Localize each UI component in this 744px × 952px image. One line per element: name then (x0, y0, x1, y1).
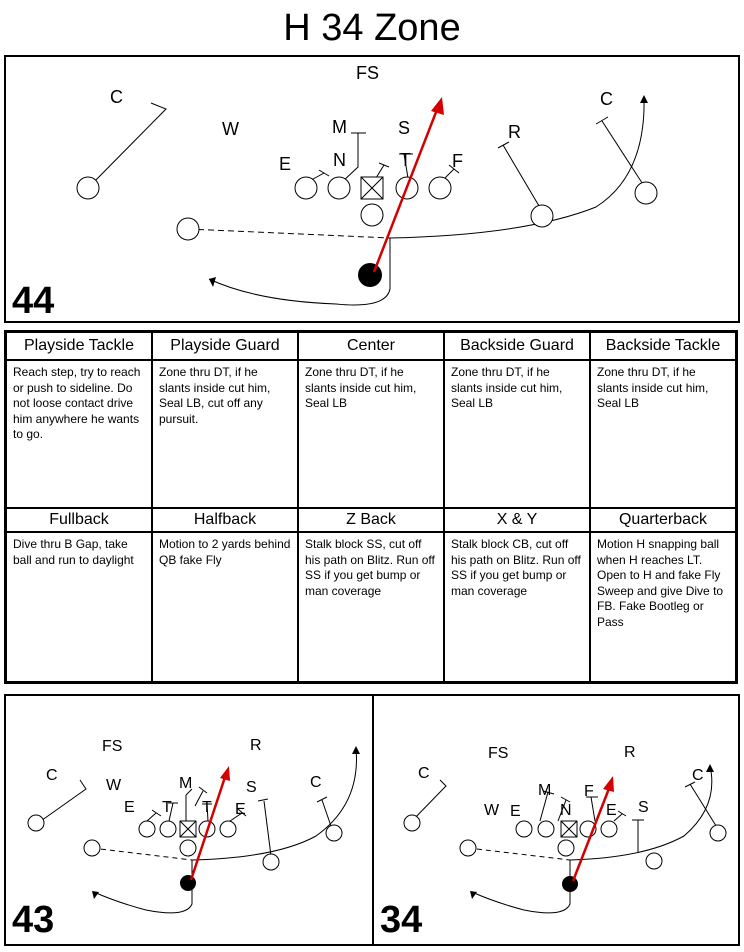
label-c-right: C (692, 767, 704, 784)
assignment-text: Zone thru DT, if he slants inside cut hi… (444, 360, 590, 508)
play-number-top: 44 (12, 280, 55, 322)
assignment-text: Stalk block CB, cut off his path on Blit… (444, 532, 590, 682)
label-r: R (250, 737, 262, 754)
assignment-header: Fullback (6, 508, 152, 532)
label-n: N (560, 802, 572, 819)
assignment-header: Playside Guard (152, 332, 298, 360)
assignment-header: Halfback (152, 508, 298, 532)
label-w: W (484, 802, 500, 819)
label-e-left: E (124, 799, 135, 816)
play-43-field: FS R C W M S C E T T E (27, 737, 360, 914)
label-e-right: E (606, 802, 617, 819)
label-fs: FS (102, 738, 122, 755)
play-34-field: FS R C M F C W E N E S (403, 744, 727, 914)
assignment-text: Zone thru DT, if he slants inside cut hi… (152, 360, 298, 508)
play-number-43: 43 (12, 899, 55, 941)
label-r: R (624, 744, 636, 761)
top-play-diagram: FS C C W M S R E N T F 44 (4, 55, 740, 323)
assignment-header: Playside Tackle (6, 332, 152, 360)
label-c-left: C (418, 765, 430, 782)
label-m: M (179, 775, 192, 792)
label-m: M (332, 117, 347, 137)
label-e: E (279, 154, 291, 174)
label-s: S (246, 779, 257, 796)
top-play-field: FS C C W M S R E N T F (76, 63, 658, 306)
label-w: W (106, 777, 122, 794)
label-f: F (584, 783, 594, 800)
assignment-header: Quarterback (590, 508, 736, 532)
assignment-header: Backside Tackle (590, 332, 736, 360)
assignment-header: Backside Guard (444, 332, 590, 360)
label-fs: FS (488, 745, 508, 762)
label-c-right: C (310, 774, 322, 791)
panel-divider (372, 696, 374, 944)
label-s: S (638, 799, 649, 816)
assignment-text: Reach step, try to reach or push to side… (6, 360, 152, 508)
label-c-right: C (600, 89, 613, 109)
label-e-left: E (510, 803, 521, 820)
assignment-text: Motion H snapping ball when H reaches LT… (590, 532, 736, 682)
assignment-header: Z Back (298, 508, 444, 532)
label-c-left: C (46, 767, 58, 784)
label-c-left: C (110, 87, 123, 107)
assignment-text: Dive thru B Gap, take ball and run to da… (6, 532, 152, 682)
bottom-plays-panel: FS R C W M S C E T T E 43 (4, 694, 740, 946)
assignment-text: Zone thru DT, if he slants inside cut hi… (590, 360, 736, 508)
label-t: T (400, 150, 411, 170)
assignment-text: Zone thru DT, if he slants inside cut hi… (298, 360, 444, 508)
assignment-header: Center (298, 332, 444, 360)
label-m: M (538, 782, 551, 799)
label-r: R (508, 122, 521, 142)
label-f: F (452, 151, 463, 171)
label-fs: FS (356, 63, 379, 83)
play-number-34: 34 (380, 899, 423, 941)
page-title: H 34 Zone (283, 7, 461, 49)
assignment-text: Motion to 2 yards behind QB fake Fly (152, 532, 298, 682)
label-n: N (333, 150, 346, 170)
label-w: W (222, 119, 239, 139)
label-t-left: T (162, 799, 172, 816)
label-t-right: T (202, 799, 212, 816)
assignment-header: X & Y (444, 508, 590, 532)
qb-ball-carrier-dot (358, 263, 382, 287)
label-e-right: E (235, 801, 246, 818)
assignment-text: Stalk block SS, cut off his path on Blit… (298, 532, 444, 682)
label-s: S (398, 118, 410, 138)
